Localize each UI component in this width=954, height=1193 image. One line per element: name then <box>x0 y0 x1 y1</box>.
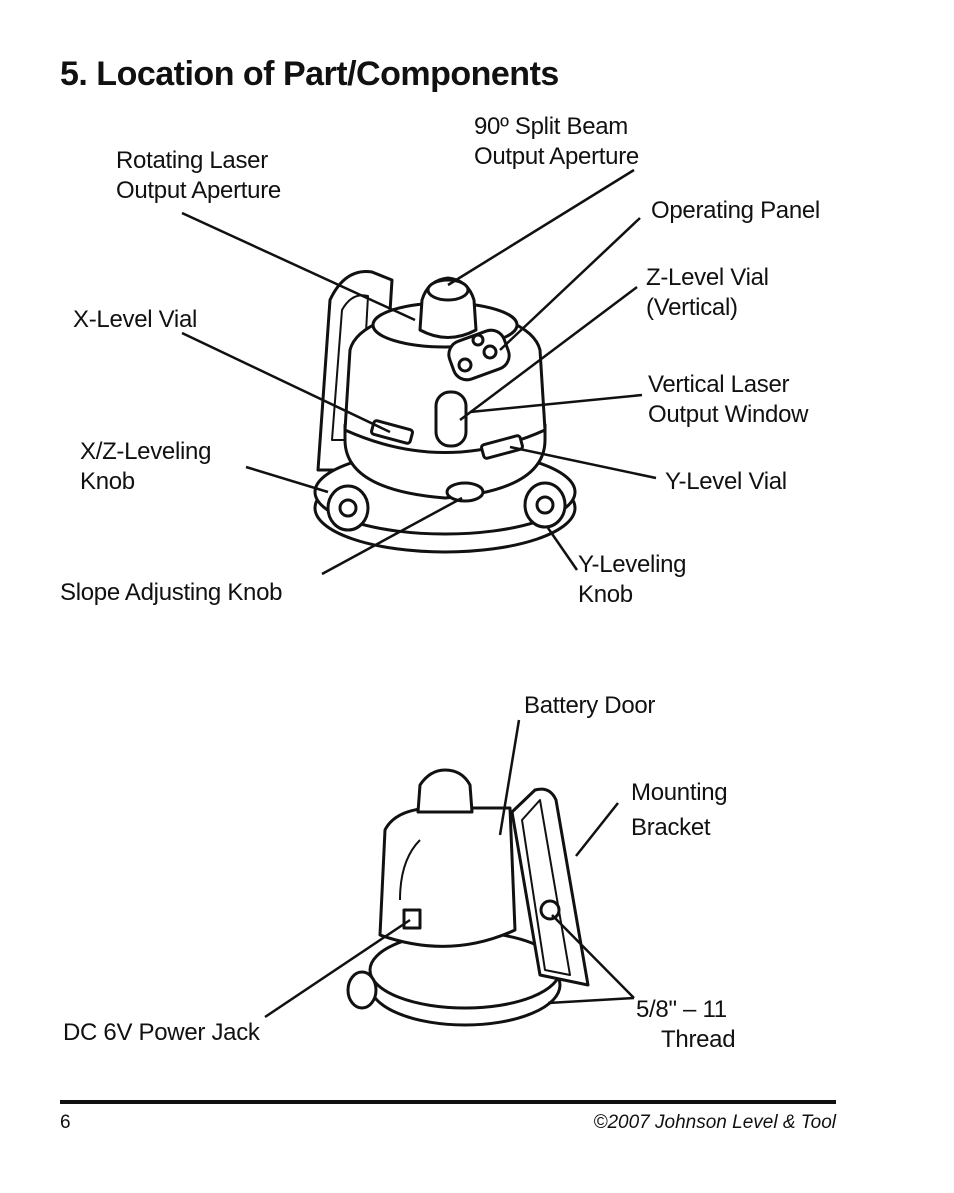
label-vertical-laser-window: Vertical Laser Output Window <box>648 371 809 428</box>
label-mounting-bracket: Mounting Bracket <box>631 779 728 841</box>
label-operating-panel: Operating Panel <box>651 197 820 224</box>
label-xz-leveling-knob: X/Z-Leveling Knob <box>80 438 212 495</box>
page-title: 5. Location of Part/Components <box>60 55 559 93</box>
rotary-laser-rear-drawing <box>346 768 590 1027</box>
label-dc-power-jack: DC 6V Power Jack <box>63 1019 260 1046</box>
label-split-beam-aperture: 90º Split Beam Output Aperture <box>474 113 639 170</box>
label-slope-adjusting-knob: Slope Adjusting Knob <box>60 579 283 606</box>
label-x-level-vial: X-Level Vial <box>73 306 198 333</box>
label-y-level-vial: Y-Level Vial <box>665 468 787 495</box>
label-battery-door: Battery Door <box>524 692 656 719</box>
footer-rule <box>60 1100 836 1104</box>
label-z-level-vial: Z-Level Vial (Vertical) <box>646 264 769 321</box>
page-number: 6 <box>60 1112 71 1133</box>
label-thread: 5/8" – 11 Thread <box>636 996 736 1053</box>
copyright: ©2007 Johnson Level & Tool <box>593 1112 836 1133</box>
label-rotating-laser-aperture: Rotating Laser Output Aperture <box>116 147 281 204</box>
label-y-leveling-knob: Y-Leveling Knob <box>578 551 687 608</box>
